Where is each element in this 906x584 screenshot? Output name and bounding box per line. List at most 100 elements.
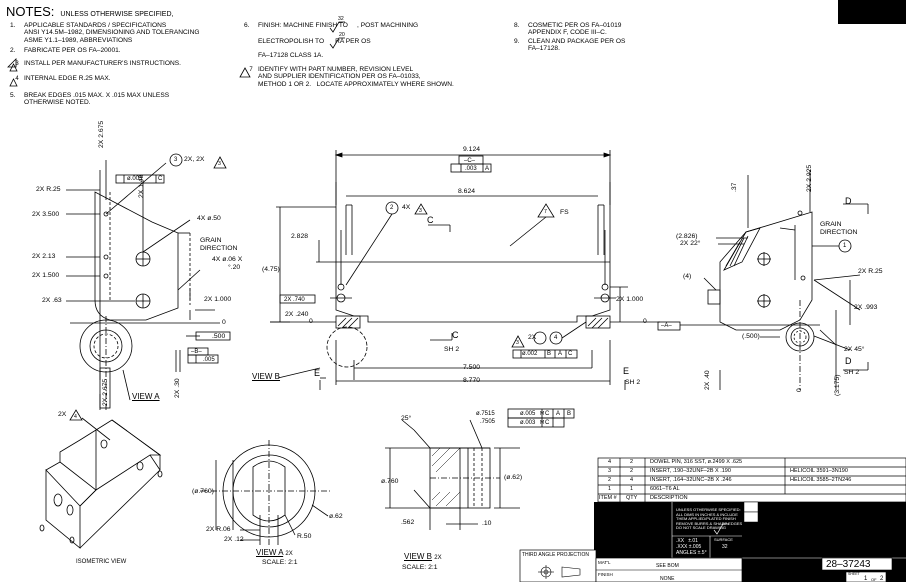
front-balloon-4: 4 xyxy=(554,335,558,341)
front-datum-c: –C– xyxy=(464,158,476,164)
note-3-flag-text: 3 xyxy=(218,161,221,167)
front-dim-1000: 2X 1.000 xyxy=(616,296,644,303)
left-dim-hole-depth: °.20 xyxy=(228,264,241,271)
iso-flag-text: 4 xyxy=(74,414,77,420)
view-b-dim-25deg: 25° xyxy=(401,415,412,422)
title-finish-label: FINISH xyxy=(598,572,613,577)
note-9: 9.CLEAN AND PACKAGE PER OS FA–17128. xyxy=(514,38,626,53)
left-grain-direction: GRAIN DIRECTION xyxy=(200,237,238,252)
notes-heading: NOTES:UNLESS OTHERWISE SPECIFIED, xyxy=(6,4,173,19)
view-b-fcf-1-b: B xyxy=(567,411,572,417)
front-width-8770: 8.770 xyxy=(463,377,481,384)
note-6c: FA–17128 CLASS 1A. xyxy=(258,52,324,59)
right-dim-37: .37 xyxy=(731,182,738,192)
front-callout-2x: 2X xyxy=(528,334,537,341)
view-b-dim-7515: ø.7515 xyxy=(476,411,495,417)
left-fcf-value: ø.003 xyxy=(127,176,143,182)
title-corner-bar xyxy=(838,0,906,24)
sheet-total: 2 xyxy=(880,576,884,582)
front-zero-right: 0 xyxy=(643,318,647,325)
right-dim-993: 2X .993 xyxy=(854,304,878,311)
bom-row-3-desc: INSERT, .190–32UNF–2B X .190 xyxy=(650,468,731,474)
right-datum-a: –A– xyxy=(661,323,672,329)
title-matl-value: SEE BOM xyxy=(656,563,679,569)
bom-header-item: ITEM # xyxy=(599,495,617,501)
front-height-475: (4.75) xyxy=(262,266,280,273)
third-angle-label: THIRD ANGLE PROJECTION xyxy=(522,552,589,558)
bom-row-3-qty: 2 xyxy=(630,468,634,474)
bom-row-1-desc: 6061–T6 AL xyxy=(650,486,680,492)
front-height-2828: 2.828 xyxy=(291,233,309,240)
right-balloon-1: 1 xyxy=(843,243,847,249)
view-b-dim-7505: .7505 xyxy=(480,419,496,425)
front-balloon-2: 2 xyxy=(390,205,394,211)
front-fs: FS xyxy=(560,209,569,216)
view-a-scale: SCALE: 2:1 xyxy=(262,559,298,566)
left-dim-2675-bottom: 2X 2.675 xyxy=(102,378,109,406)
bom-row-4-qty: 2 xyxy=(630,459,634,465)
right-dim-40: 2X .40 xyxy=(704,370,711,390)
right-dim-3175: (3.175) xyxy=(834,374,841,396)
front-section-e-left: E xyxy=(314,368,321,378)
front-section-e-right: E xyxy=(623,366,630,376)
sheet-label: SHEET xyxy=(848,572,860,576)
left-dim-hole-06: 4X ø.06 X xyxy=(212,256,243,263)
front-fcf2: ø.002 xyxy=(522,351,538,357)
right-section-d-bottom: D xyxy=(845,356,852,366)
front-section-c-bottom: C xyxy=(452,330,459,340)
front-sheet-ref: SH 2 xyxy=(444,346,460,353)
sheet-number: 1 xyxy=(864,576,868,582)
left-dim-3500: 2X 3.500 xyxy=(32,211,60,218)
note-6: 6.FINISH: MACHINE FINISH TO , POST MACHI… xyxy=(244,22,419,29)
drawing-number: 28–37243 xyxy=(826,559,871,570)
front-flag-7: 7 xyxy=(544,209,547,215)
left-flatness: .005 xyxy=(203,357,215,363)
front-flag-3: 3 xyxy=(419,208,422,214)
front-fcf2-datum-b: B xyxy=(547,351,552,357)
iso-callout: 2X xyxy=(58,411,67,418)
sheet-of: OF xyxy=(871,577,877,582)
view-b-label: VIEW B xyxy=(252,372,281,381)
view-a-dim-r06: 2X R.06 xyxy=(206,526,231,533)
right-dim-500: (.500) xyxy=(742,333,760,340)
bom-row-2-item: 2 xyxy=(608,477,612,483)
left-dim-1000: 2X 1.000 xyxy=(204,296,232,303)
front-overall-width: 9.124 xyxy=(463,146,481,153)
right-grain-direction: GRAIN DIRECTION xyxy=(820,221,858,236)
notes-title: NOTES: xyxy=(6,4,55,19)
left-datum-b: –B– xyxy=(191,349,202,355)
front-fcf2-datum-c: C xyxy=(568,351,573,357)
isometric-view-label: ISOMETRIC VIEW xyxy=(76,559,127,565)
view-b-dim-760: ø.760 xyxy=(381,478,399,485)
front-section-c-top: C xyxy=(427,215,434,225)
view-b-fcf-1-c: C xyxy=(545,411,550,417)
note-2: 2.FABRICATE PER OS FA–20001. xyxy=(10,47,121,54)
title-unless-text: UNLESS OTHERWISE SPECIFIED: ALL DIMS IN … xyxy=(676,507,743,531)
view-a-label: VIEW A xyxy=(132,392,160,401)
note-3-balloon-text: 3 xyxy=(174,157,178,163)
note-1: 1.APPLICABLE STANDARDS / SPECIFICATIONS … xyxy=(10,22,200,44)
left-dim-r25: 2X R.25 xyxy=(36,186,61,193)
left-dim-1500: 2X 1.500 xyxy=(32,272,60,279)
title-finish-value: NONE xyxy=(660,576,675,582)
front-dim-740: 2X .740 xyxy=(284,297,305,303)
bom-header-desc: DESCRIPTION xyxy=(650,495,688,501)
front-fcf2-datum-a: A xyxy=(558,351,563,357)
left-dim-213: 2X 2.13 xyxy=(32,253,56,260)
bom-row-4-desc: DOWEL PIN, 316 SST, ø.2499 X .625 xyxy=(650,459,743,465)
front-flat-c-datum: A xyxy=(485,166,490,172)
view-b-fcf-1-mod: M xyxy=(540,411,545,417)
view-b-fcf-2-mod: M xyxy=(540,420,545,426)
bom-row-2-note: HELICOIL 3585–2TN246 xyxy=(790,477,852,483)
view-b-fcf-2-c: C xyxy=(545,420,550,426)
front-zero-left: 0 xyxy=(309,318,313,325)
left-dim-hole-50: 4X ø.50 xyxy=(197,215,221,222)
front-callout-4x: 4X xyxy=(402,204,411,211)
right-dim-zero: 0 xyxy=(796,388,803,392)
bom-row-3-item: 3 xyxy=(608,468,612,474)
finish-machine-value: 32 xyxy=(338,16,344,22)
left-dim-zero: 0 xyxy=(222,319,226,326)
right-dim-45deg: 2X 45° xyxy=(844,346,865,353)
